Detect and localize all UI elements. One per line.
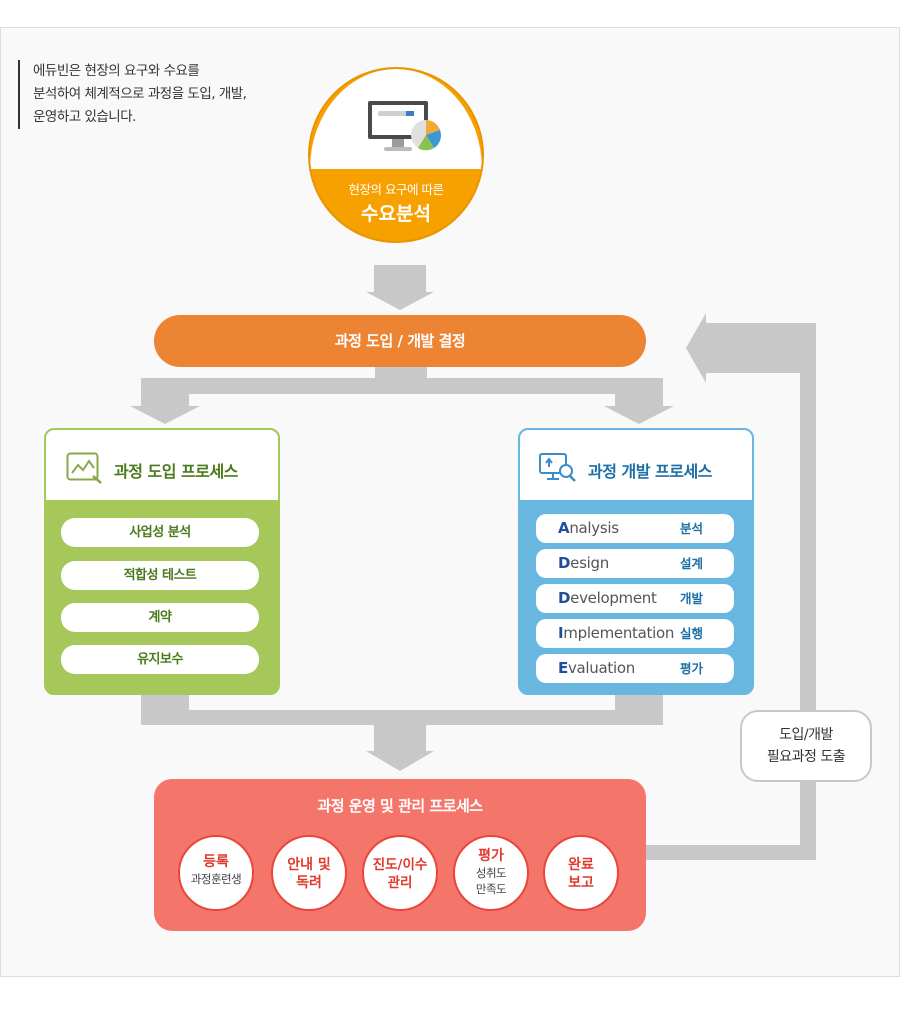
operations-title: 과정 운영 및 관리 프로세스	[317, 797, 483, 815]
ops-step-register: 등록 과정훈련생	[178, 835, 254, 911]
ops-step-main: 등록	[203, 854, 229, 870]
ops-step-main: 진도/이수 관리	[372, 857, 428, 891]
dev-step-ko: 평가	[680, 661, 704, 676]
ops-step-main: 안내 및 독려	[287, 857, 331, 891]
intro-process-header: 과정 도입 프로세스	[46, 430, 278, 500]
dev-step-word: esign	[570, 554, 609, 572]
dev-step-ko: 설계	[680, 556, 704, 571]
dev-step-ko: 실행	[680, 626, 704, 641]
connector-decision-stem	[375, 366, 427, 380]
decision-bar: 과정 도입 / 개발 결정	[154, 315, 646, 367]
ops-step-main: 평가	[478, 848, 504, 864]
feedback-line-1: 도입/개발	[779, 727, 833, 743]
intro-text: 에듀빈은 현장의 요구와 수요를 분석하여 체계적으로 과정을 도입, 개발, …	[18, 60, 293, 129]
dev-step-initial: I	[558, 624, 564, 642]
dev-step-implementation: Implementation 실행	[536, 619, 734, 648]
connector-merge-bar	[141, 710, 663, 725]
intro-step-1: 사업성 분석	[61, 518, 259, 547]
analysis-title: 수요분석	[361, 203, 431, 225]
connector-merge-stem	[374, 724, 426, 752]
arrow-to-operations	[366, 751, 434, 771]
feedback-bottom-bar	[644, 845, 816, 860]
dev-step-initial: D	[558, 589, 571, 607]
dev-step-evaluation: Evaluation 평가	[536, 654, 734, 683]
dev-step-word: valuation	[567, 659, 635, 677]
arrow-to-decision-left	[686, 313, 706, 383]
connector-split-bar	[141, 378, 663, 394]
monitor-search-icon	[539, 453, 576, 482]
dev-step-development: Development 개발	[536, 584, 734, 613]
intro-line-3: 운영하고 있습니다.	[33, 109, 136, 125]
dev-step-initial: A	[558, 519, 570, 537]
feedback-top-bar	[700, 323, 816, 373]
intro-line-1: 에듀빈은 현장의 요구와 수요를	[33, 63, 200, 79]
connector-right-stem	[615, 378, 663, 408]
dev-process-header: 과정 개발 프로세스	[520, 430, 752, 500]
demand-analysis-circle: 현장의 요구에 따른 수요분석	[308, 67, 484, 243]
dev-step-ko: 개발	[680, 591, 704, 606]
ops-step-report: 완료 보고	[543, 835, 619, 911]
feedback-label: 도입/개발 필요과정 도출	[740, 710, 872, 782]
operations-box: 과정 운영 및 관리 프로세스 등록 과정훈련생 안내 및 독려 진도/이수 관…	[154, 779, 646, 931]
connector-left-stem	[141, 378, 189, 408]
ops-step-main: 완료 보고	[568, 857, 594, 891]
dev-step-design: Design 설계	[536, 549, 734, 578]
dev-step-word: evelopment	[570, 589, 657, 607]
analysis-subtitle: 현장의 요구에 따른	[348, 182, 444, 197]
dev-step-initial: E	[558, 659, 568, 677]
dev-step-analysis: Analysis 분석	[536, 514, 734, 543]
ops-step-sub: 과정훈련생	[190, 872, 242, 886]
arrow-to-intro-process	[130, 406, 200, 424]
ops-step-evaluation: 평가 성취도 만족도	[453, 835, 529, 911]
intro-step-4: 유지보수	[61, 645, 259, 674]
monitor-chart-icon	[368, 101, 441, 151]
dev-step-initial: D	[558, 554, 571, 572]
ops-step-progress: 진도/이수 관리	[362, 835, 438, 911]
intro-step-2: 적합성 테스트	[61, 561, 259, 590]
intro-line-2: 분석하여 체계적으로 과정을 도입, 개발,	[33, 86, 247, 102]
dev-step-word: nalysis	[569, 519, 619, 537]
chart-line-icon	[66, 452, 102, 484]
ops-step-guide: 안내 및 독려	[271, 835, 347, 911]
dev-process-title: 과정 개발 프로세스	[588, 462, 712, 481]
arrow-to-dev-process	[604, 406, 674, 424]
feedback-line-2: 필요과정 도출	[766, 749, 846, 765]
ops-step-sub: 성취도 만족도	[475, 866, 507, 896]
dev-process-box: 과정 개발 프로세스 Analysis 분석 Design 설계 Develop…	[518, 428, 754, 695]
intro-step-3: 계약	[61, 603, 259, 632]
arrow-to-decision	[366, 292, 434, 310]
connector-analysis-stem	[374, 265, 426, 293]
intro-process-box: 과정 도입 프로세스 사업성 분석 적합성 테스트 계약 유지보수	[44, 428, 280, 695]
dev-step-ko: 분석	[680, 521, 704, 536]
dev-step-word: mplementation	[563, 624, 675, 642]
intro-process-title: 과정 도입 프로세스	[114, 462, 238, 481]
